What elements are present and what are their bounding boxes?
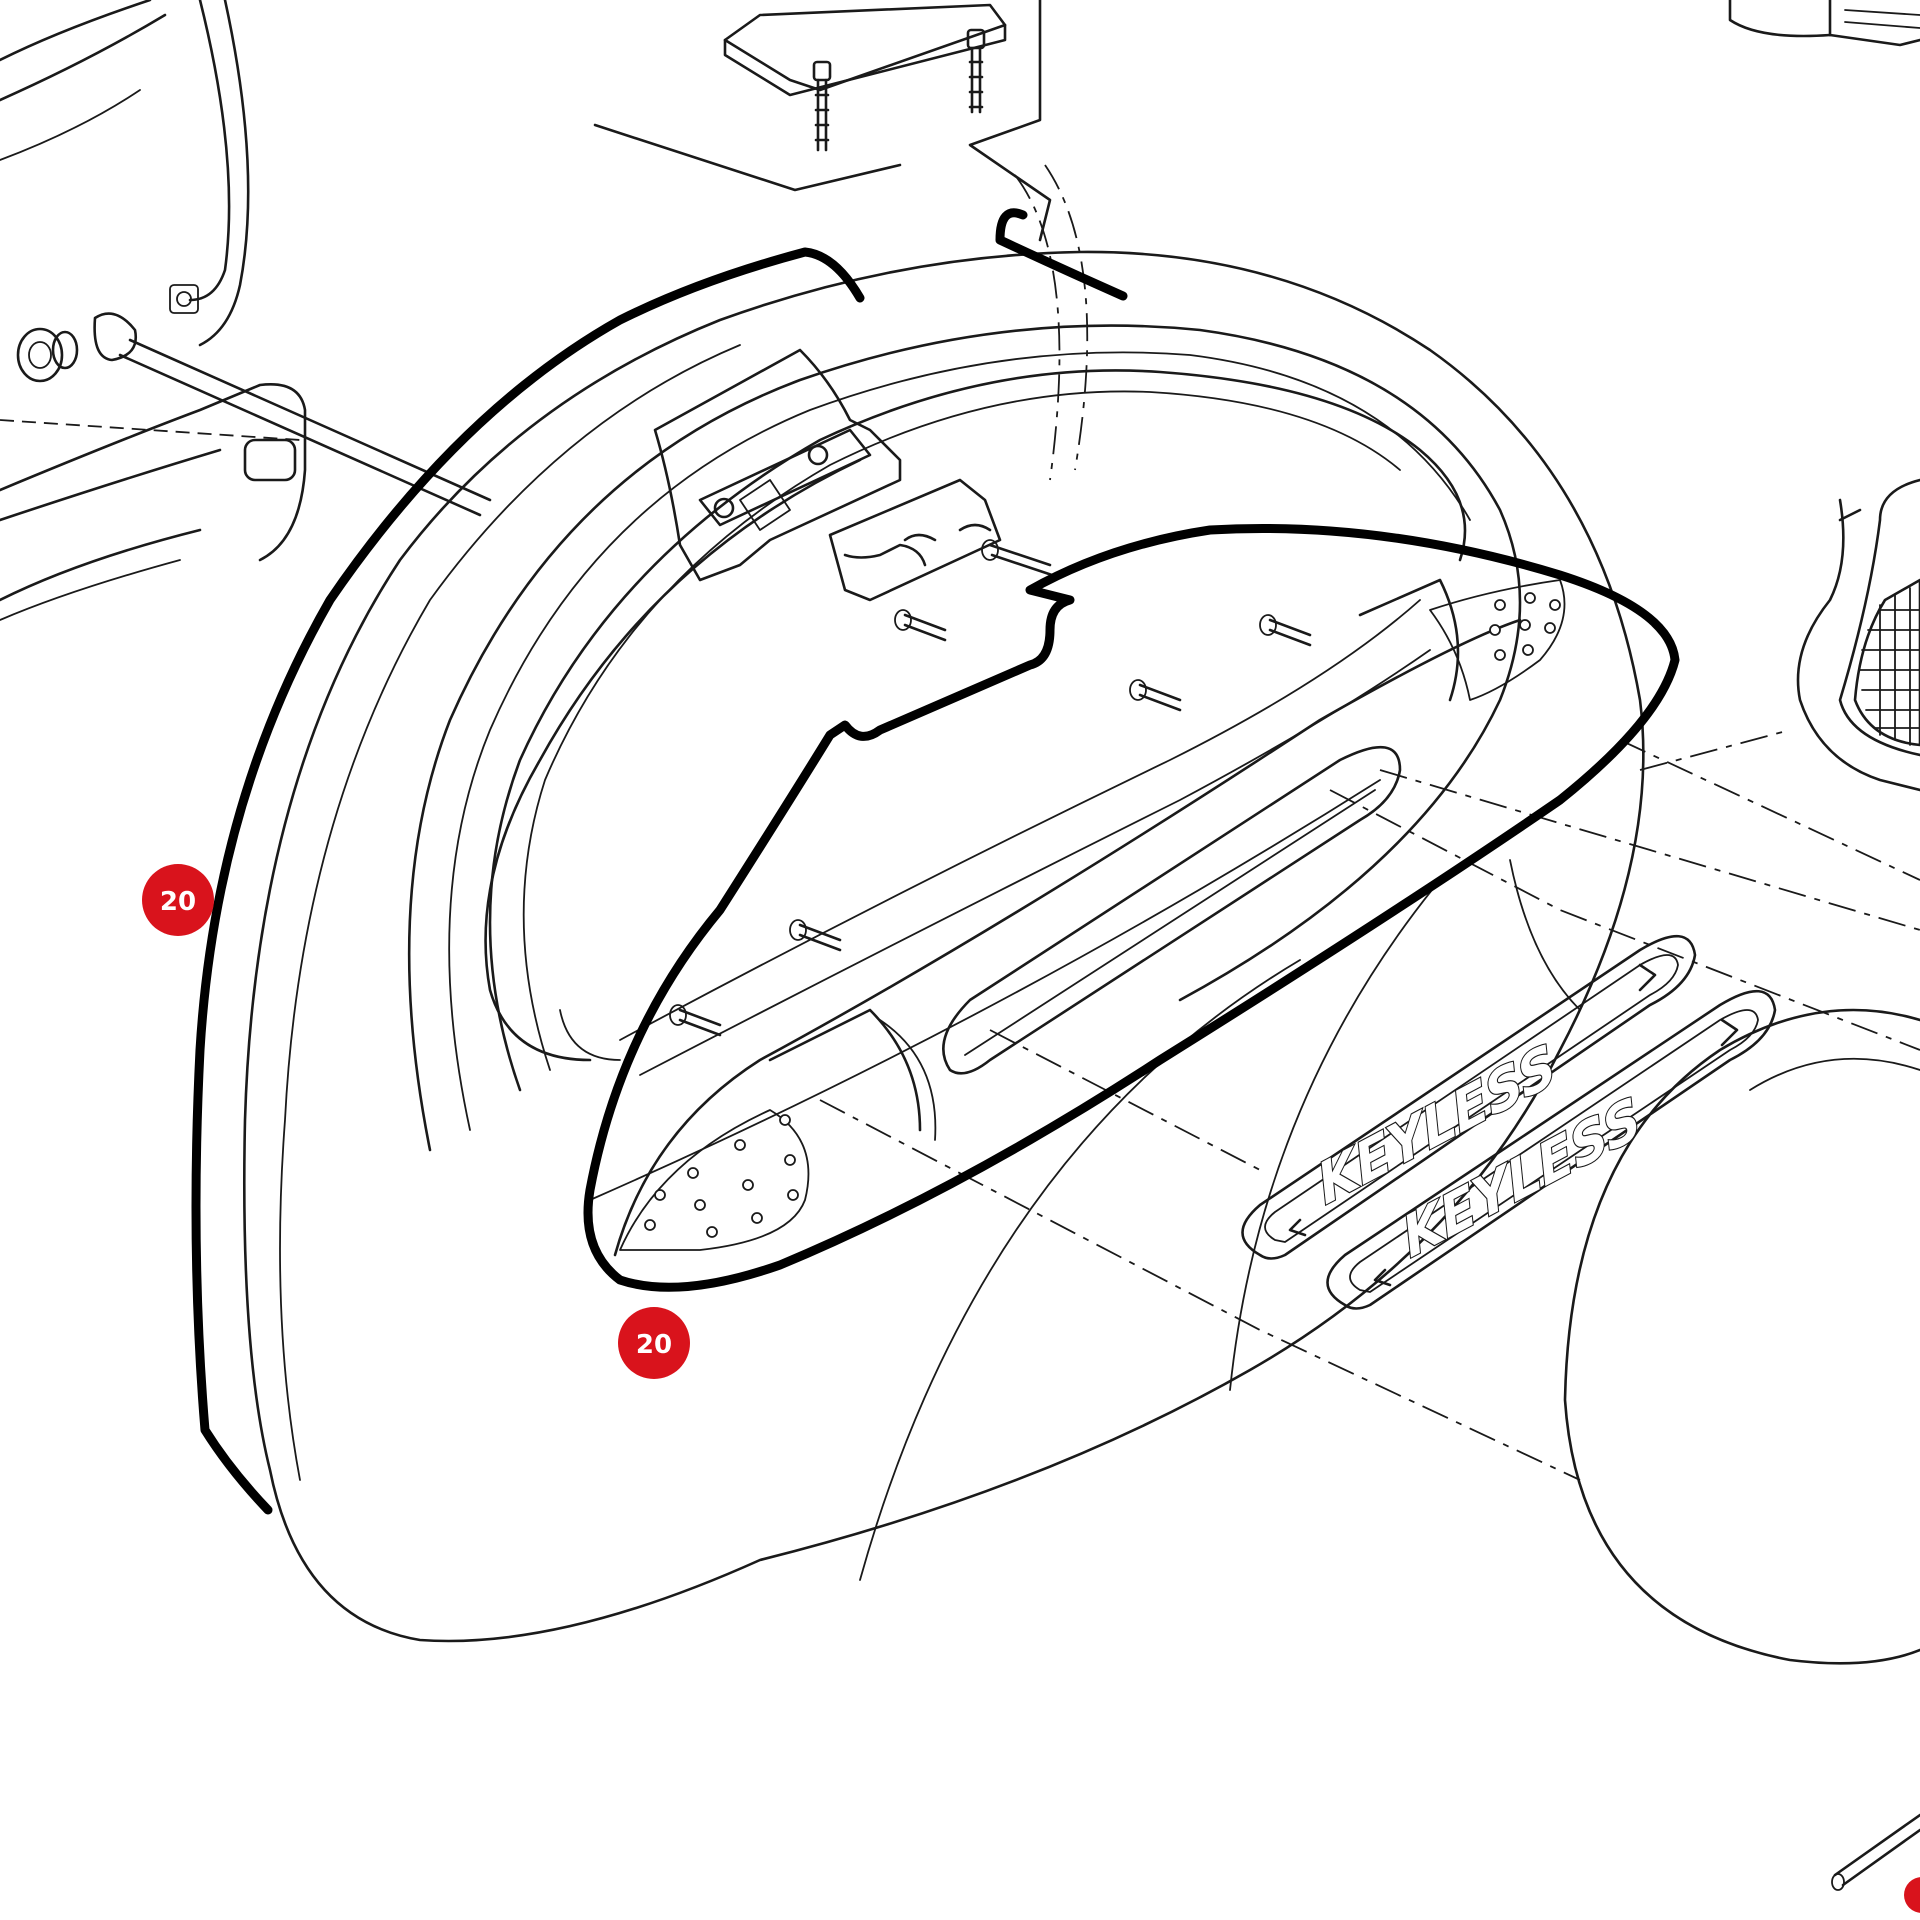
side-part-right	[1563, 478, 1920, 1665]
hinge-bracket	[653, 348, 1002, 602]
bolt-washer	[16, 327, 79, 383]
gasket-seal-outer	[191, 208, 1128, 1515]
callout-badge: 20	[618, 1307, 690, 1379]
mesh-panel	[1853, 578, 1920, 747]
screw	[812, 60, 832, 152]
grip-dots-left	[644, 1114, 799, 1238]
top-bracket	[593, 0, 1089, 481]
callout-number: 20	[636, 1330, 672, 1360]
pin	[1831, 1813, 1920, 1913]
corner-part-top-right	[1728, 0, 1920, 47]
pannier-shell	[242, 250, 1645, 1643]
grip-dots-right	[1489, 592, 1561, 661]
screws	[669, 539, 1312, 1037]
backplate-fragment	[0, 0, 492, 621]
screw	[966, 28, 986, 114]
callout-circle	[618, 1307, 690, 1379]
callout-circle	[142, 864, 214, 936]
assembly-lines	[819, 729, 1920, 1481]
callout-number: 20	[160, 887, 196, 917]
gasket-seal-inner	[583, 523, 1680, 1292]
callout-badge: 20	[142, 864, 214, 936]
